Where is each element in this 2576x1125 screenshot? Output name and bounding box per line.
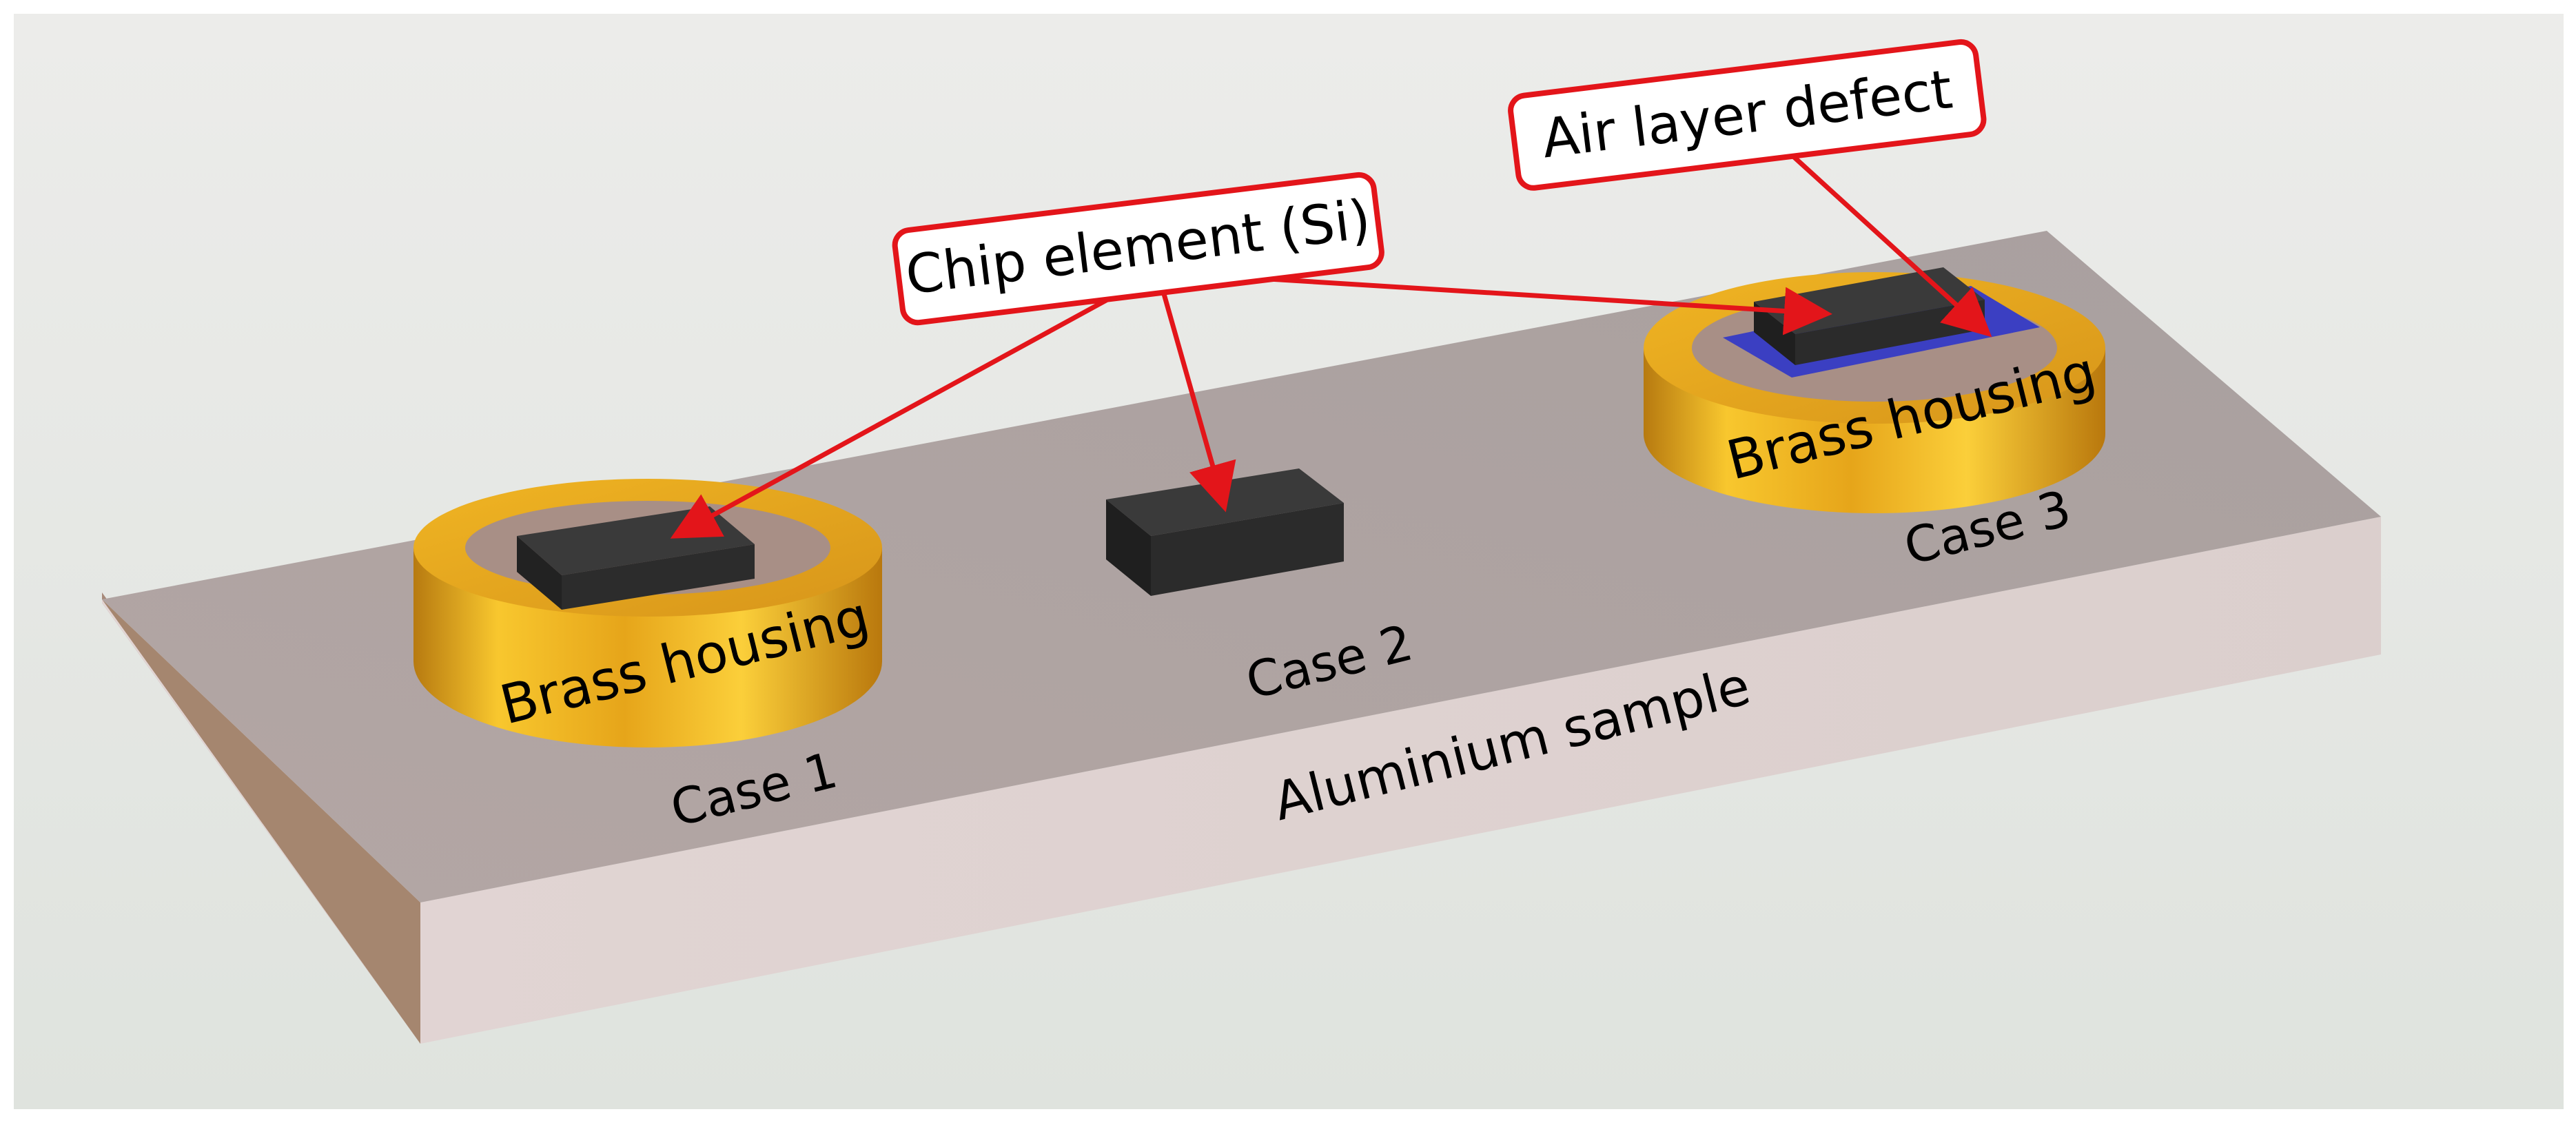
chip-1-front xyxy=(562,544,755,610)
chip-2-front xyxy=(1151,503,1344,596)
chip-1-side xyxy=(517,536,562,610)
chip-3-side xyxy=(1754,302,1795,365)
arrow-chip-case-2 xyxy=(1155,271,1236,513)
plate-front-face xyxy=(102,517,2381,1044)
arrow-air-layer xyxy=(1790,153,1992,338)
plate-left-face xyxy=(102,599,420,1044)
chip-3-front xyxy=(1795,300,1985,365)
chip-2-side xyxy=(1106,499,1151,596)
air-layer-callout-box xyxy=(1508,39,1987,191)
arrow-chip-case-1 xyxy=(670,269,1159,539)
chip-element-callout-box xyxy=(892,172,1384,326)
